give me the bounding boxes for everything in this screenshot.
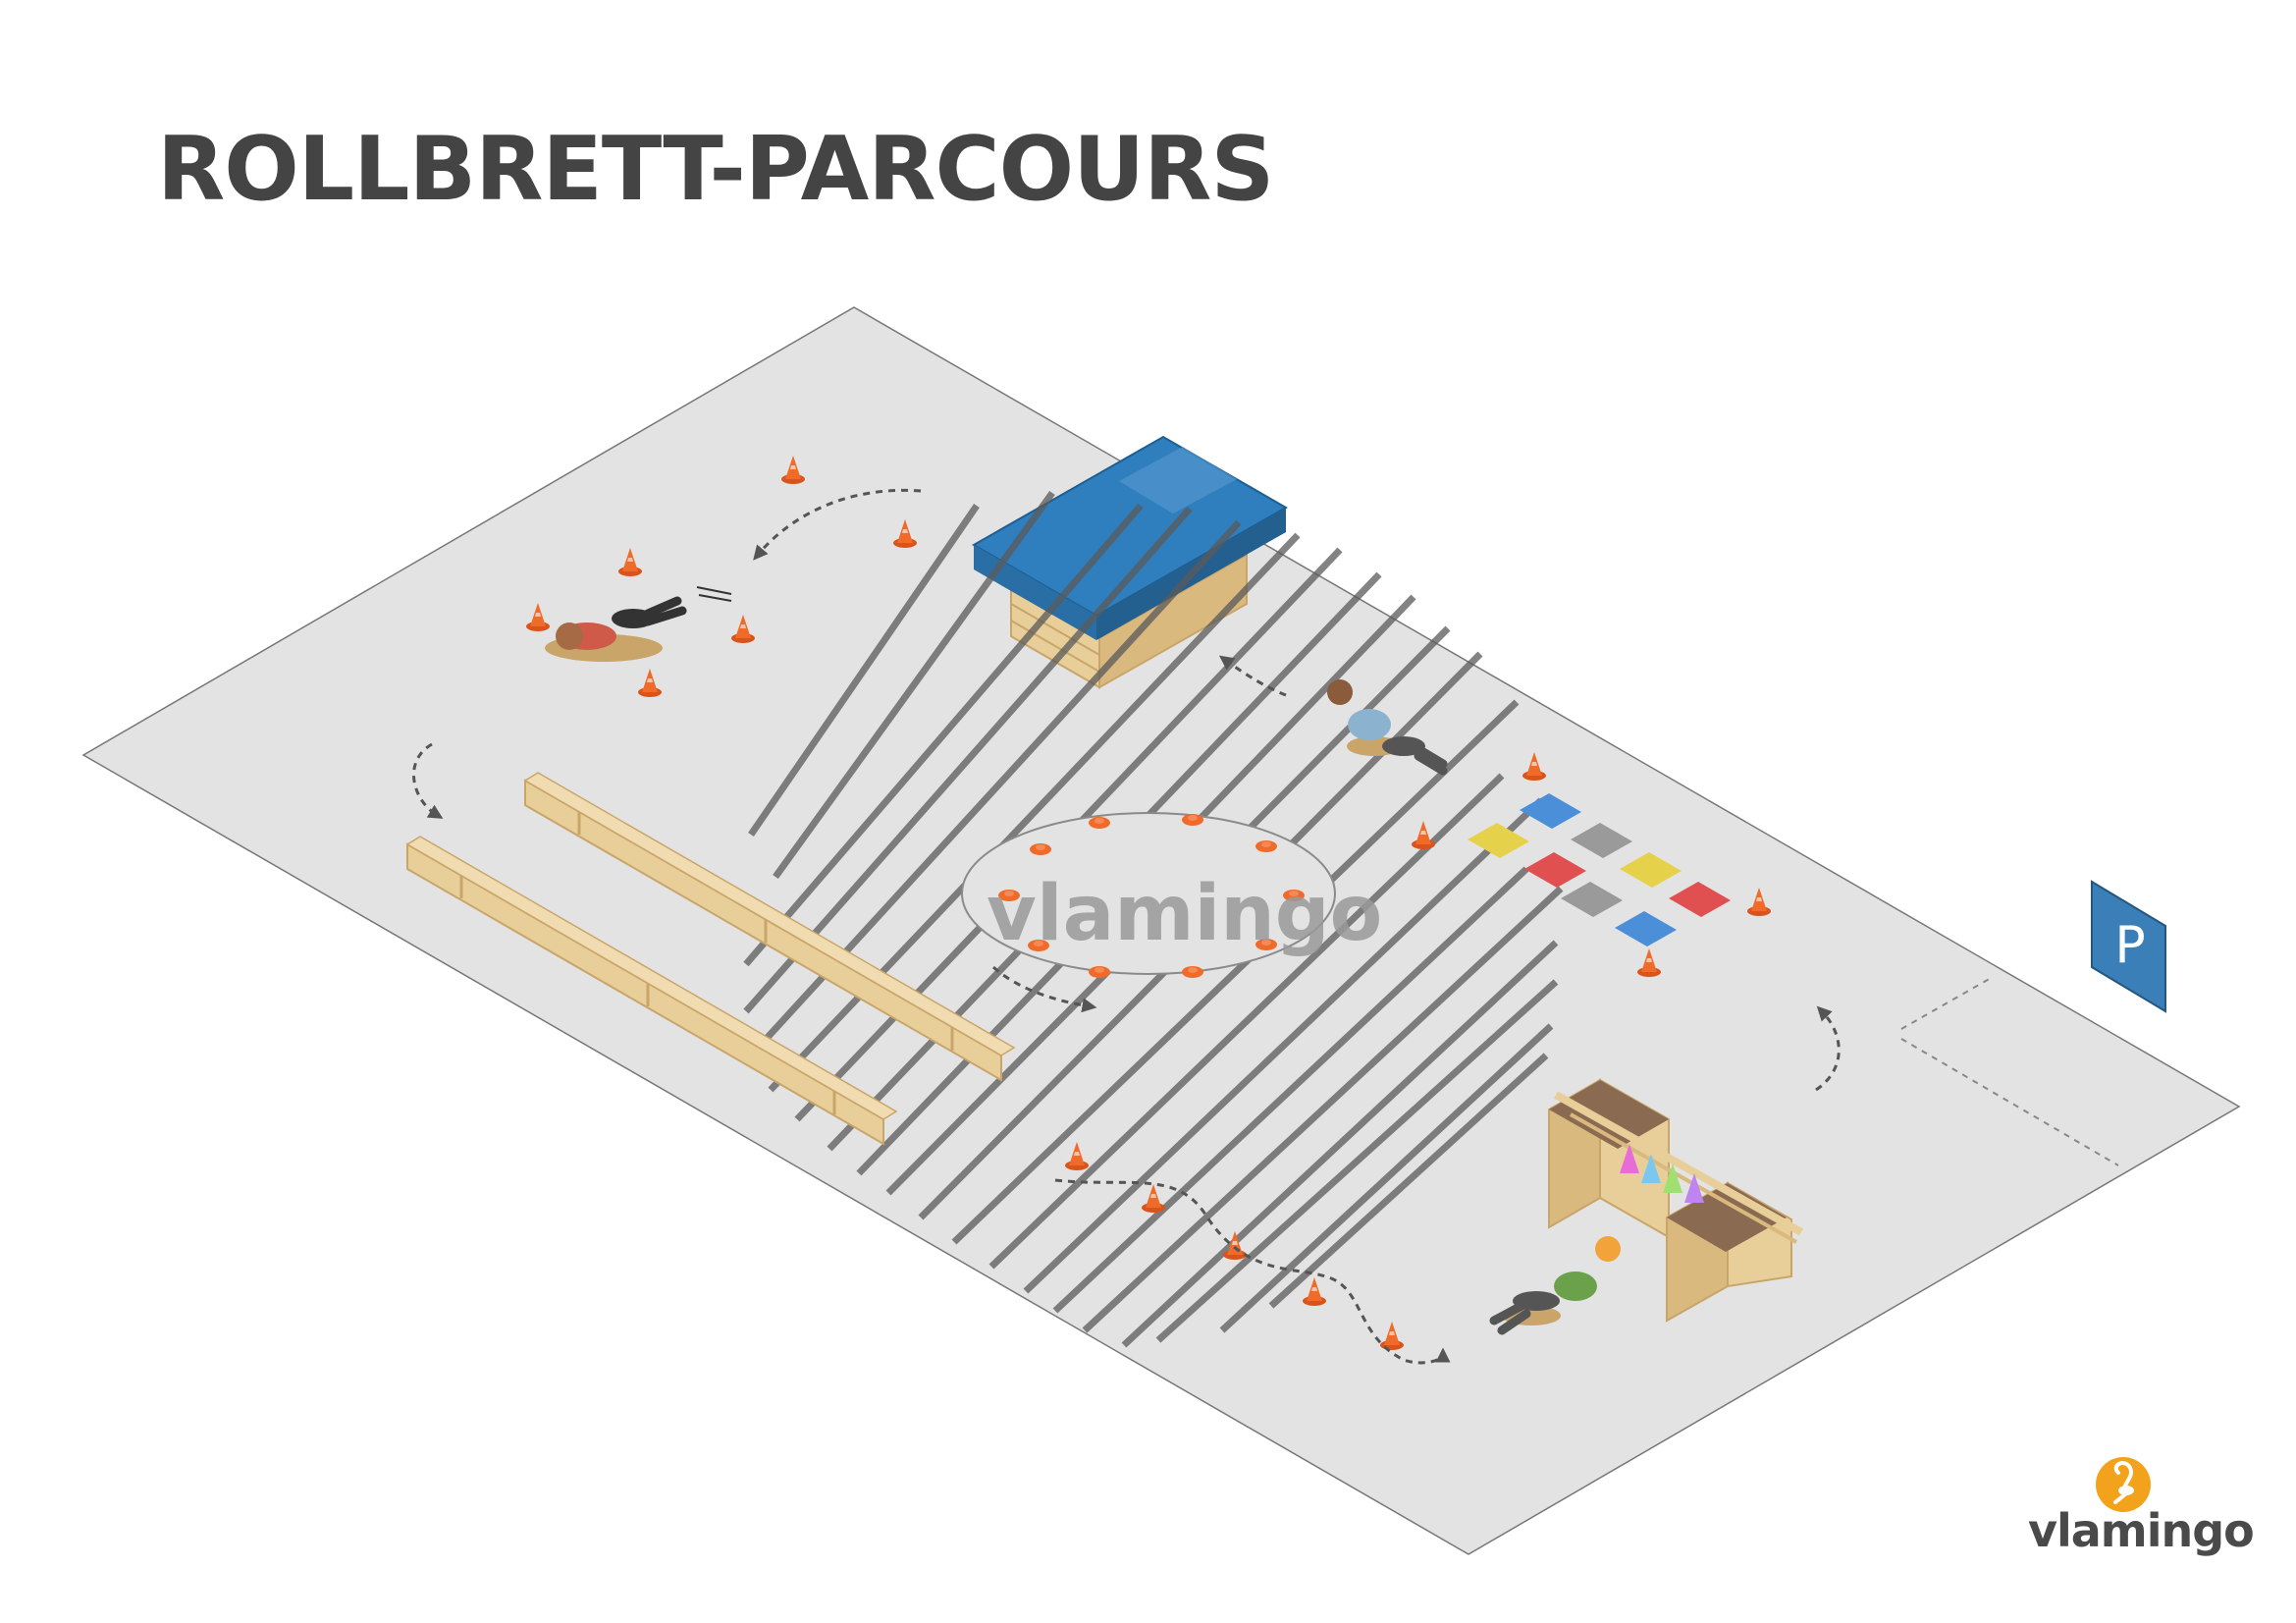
parking-sign: P: [2091, 880, 2166, 1013]
color-tiles: [1468, 793, 1731, 947]
child-on-scooter-red: [545, 586, 732, 662]
vault-box: [1010, 553, 1248, 689]
watermark-text: vlamingo: [987, 870, 1382, 958]
bench-upper: [523, 772, 1016, 1082]
cone-circle: [961, 812, 1336, 978]
parking-area: [1900, 976, 2119, 1166]
direction-arrows: [412, 488, 1841, 1365]
flamingo-icon: [2096, 1457, 2151, 1512]
blue-mat: [971, 435, 1289, 640]
child-on-scooter-blue: [1327, 679, 1448, 776]
parking-sign-letter: P: [2114, 916, 2145, 975]
box-tunnel: [1548, 1078, 1803, 1323]
child-on-scooter-green: [1489, 1236, 1621, 1335]
page-title: ROLLBRETT-PARCOURS: [157, 118, 1274, 221]
logo-wordmark: vlamingo: [2028, 1504, 2255, 1557]
bench-lower: [405, 836, 898, 1146]
